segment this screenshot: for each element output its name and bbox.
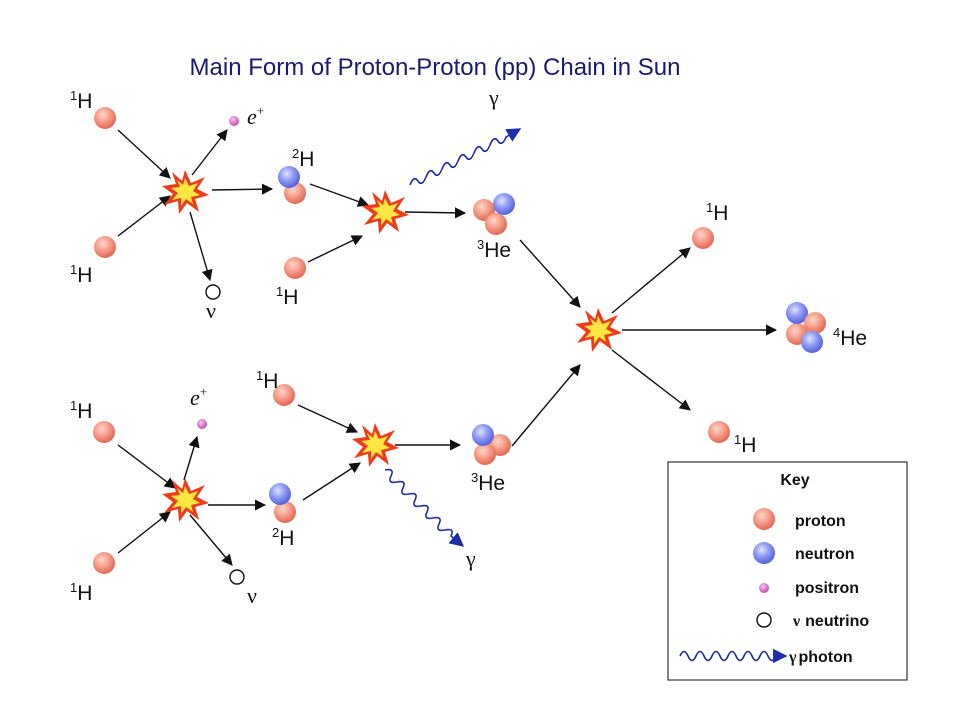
key-proton-label: proton (795, 513, 846, 530)
label-h1-lower-a: 1H (70, 398, 92, 423)
arrow-h1d-to-fusion3 (117, 511, 171, 554)
helium3-lower (472, 424, 511, 465)
helium3-upper (473, 193, 515, 235)
label-h1-product-a: 1H (706, 200, 728, 225)
arrow-fusion1-to-deuterium (211, 183, 274, 195)
proton-h1-lower-a (93, 421, 115, 443)
proton-h1-lower-c (273, 384, 295, 406)
key-photon-swatch (679, 648, 788, 664)
arrow-fusion3-to-neutrino (189, 514, 233, 566)
arrow-final-to-h1 (611, 247, 691, 314)
label-positron-upper: e+ (247, 103, 264, 129)
label-neutrino-upper: ν (206, 298, 216, 323)
label-positron-lower: e+ (190, 384, 207, 410)
label-deuterium-lower: 2H (272, 525, 294, 550)
label-gamma-lower: γ (465, 546, 476, 571)
key-positron-label: positron (795, 580, 859, 597)
arrow-fusion2-to-he3 (404, 207, 467, 219)
arrow-final-to-h1b (611, 349, 691, 411)
positron-upper (229, 116, 239, 126)
label-h1-upper-c: 1H (276, 284, 298, 309)
proton-h1-upper-c (284, 257, 306, 279)
fusion-explosion-final (575, 308, 622, 352)
label-h1-product-b: 1H (734, 432, 756, 457)
reaction-arrows (117, 129, 778, 566)
fusion-explosion-4 (352, 423, 399, 467)
proton-h1-upper-a (94, 107, 116, 129)
key-box (667, 461, 908, 681)
label-h1-lower-c: 1H (256, 368, 278, 393)
key-neutron-label: neutron (795, 546, 855, 563)
arrow-deuterium-to-fusion2 (309, 183, 370, 207)
arrow-deuterium-to-fusion4 (302, 462, 361, 501)
key-positron-swatch (759, 583, 769, 593)
label-h1-upper-b: 1H (70, 262, 92, 287)
label-he3-lower: 3He (471, 470, 505, 495)
deuterium-lower (269, 483, 296, 523)
gamma-photon-upper (409, 128, 522, 186)
arrow-he3b-to-final-fusion (511, 364, 581, 447)
key-proton-swatch (753, 508, 775, 530)
label-neutrino-lower: ν (247, 583, 257, 608)
arrow-fusion3-to-positron (183, 435, 200, 481)
arrow-he3-to-final-fusion (519, 239, 581, 308)
deuterium-upper (278, 166, 306, 204)
fusion-explosion-3 (162, 478, 209, 522)
diagram-title: Main Form of Proton-Proton (pp) Chain in… (190, 54, 681, 81)
positron-lower (197, 419, 207, 429)
arrow-h1f-to-fusion4 (297, 404, 359, 433)
arrow-fusion1-to-neutrino (189, 211, 213, 282)
arrow-h1-to-fusion1 (117, 129, 171, 179)
proton-h1-product-a (692, 227, 714, 249)
arrow-h1e-to-fusion3 (117, 444, 176, 489)
arrow-fusion1-to-positron (191, 129, 228, 176)
label-h1-upper-a: 1H (70, 88, 92, 113)
label-he4-product: 4He (833, 325, 867, 350)
proton-h1-lower-b (93, 552, 115, 574)
proton-h1-upper-b (94, 236, 116, 258)
key-title: Key (780, 472, 809, 489)
label-deuterium-upper: 2H (292, 146, 314, 171)
label-gamma-upper: γ (488, 85, 499, 110)
arrow-h1b-to-fusion1 (117, 195, 171, 237)
key-neutrino-swatch (756, 612, 772, 628)
gamma-photon-lower (384, 468, 465, 547)
arrow-h1c-to-fusion2 (307, 235, 364, 263)
key-neutron-swatch (753, 542, 775, 564)
label-he3-upper: 3He (477, 237, 511, 262)
label-h1-lower-b: 1H (70, 580, 92, 605)
neutrino-lower (229, 569, 245, 585)
fusion-explosion-2 (362, 190, 409, 234)
helium4-product (786, 302, 826, 353)
neutrino-upper (205, 284, 221, 300)
proton-h1-product-b (708, 421, 730, 443)
